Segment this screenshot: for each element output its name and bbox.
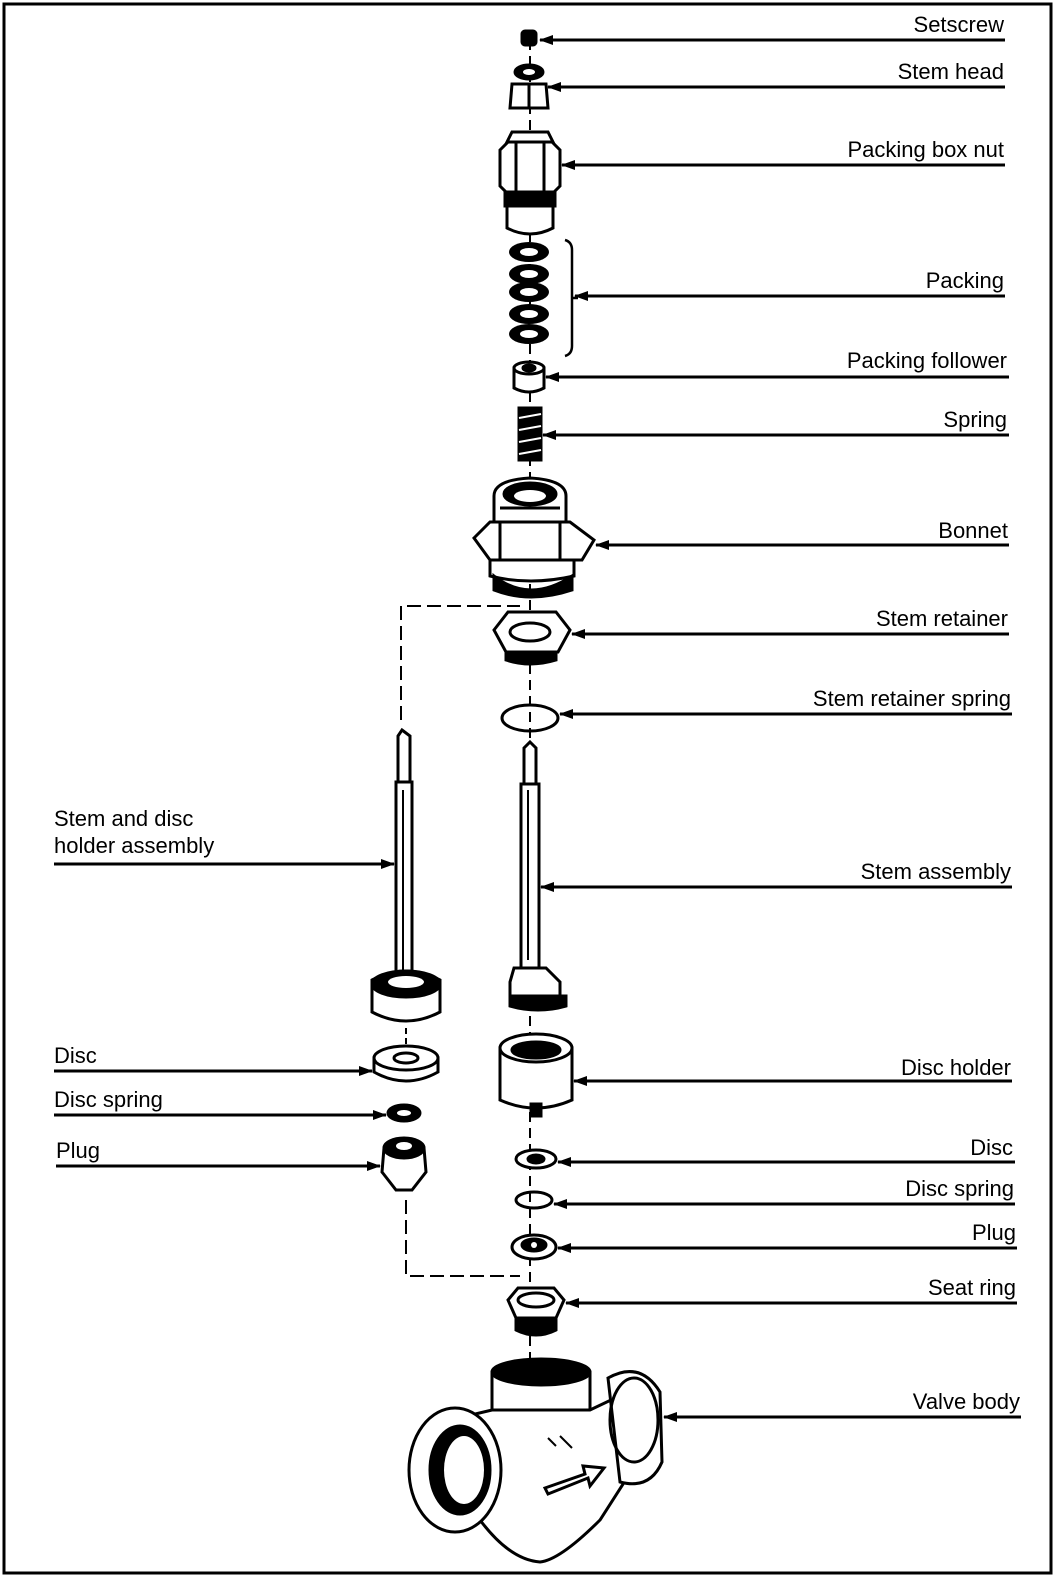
label-disc-holder: Disc holder: [901, 1055, 1011, 1080]
bonnet-part: [472, 476, 596, 599]
stem-retainer-spring-part: [500, 703, 560, 733]
label-disc-spring-left: Disc spring: [54, 1087, 163, 1112]
disc-holder-part: [498, 1032, 574, 1118]
label-stem-head: Stem head: [898, 59, 1004, 84]
label-seat-ring: Seat ring: [928, 1275, 1016, 1300]
label-disc-left: Disc: [54, 1043, 97, 1068]
plug-left-part: [380, 1136, 428, 1192]
label-packing-follower: Packing follower: [847, 348, 1007, 373]
packing-box-nut-part: [498, 130, 562, 236]
stem-retainer-part: [492, 610, 572, 666]
plug-right-part: [510, 1233, 558, 1261]
right-leader-lines: [539, 35, 1021, 1422]
right-labels: Setscrew Stem head Packing box nut Packi…: [813, 12, 1020, 1414]
left-stack-parts: [370, 605, 520, 1277]
label-spring: Spring: [943, 407, 1007, 432]
label-disc-right: Disc: [970, 1135, 1013, 1160]
label-plug-right: Plug: [972, 1220, 1016, 1245]
label-stem-disc-holder-line2: holder assembly: [54, 833, 214, 858]
seat-ring-part: [506, 1286, 566, 1337]
disc-left-part: [372, 1044, 440, 1083]
label-stem-assembly: Stem assembly: [861, 859, 1011, 884]
label-valve-body: Valve body: [913, 1389, 1020, 1414]
spring-part: [517, 406, 543, 462]
label-stem-disc-holder-line1: Stem and disc: [54, 806, 193, 831]
label-stem-retainer: Stem retainer: [876, 606, 1008, 631]
label-packing-box-nut: Packing box nut: [847, 137, 1004, 162]
packing-bracket: [564, 238, 574, 358]
stem-head-part: [508, 63, 550, 110]
disc-spring-left-part: [386, 1103, 422, 1123]
left-labels: Stem and disc holder assembly Disc Disc …: [54, 806, 214, 1163]
stem-disc-holder-assembly-part: [370, 727, 442, 1023]
packing-rings-part: [509, 242, 549, 344]
label-bonnet: Bonnet: [938, 518, 1008, 543]
packing-follower-part: [512, 360, 546, 394]
disc-right-part: [514, 1148, 558, 1170]
label-plug-left: Plug: [56, 1138, 100, 1163]
right-stack-parts: [407, 29, 664, 1564]
valve-body-part: [407, 1357, 664, 1564]
label-packing: Packing: [926, 268, 1004, 293]
setscrew-part: [520, 29, 538, 47]
label-disc-spring-right: Disc spring: [905, 1176, 1014, 1201]
disc-spring-right-part: [514, 1190, 554, 1210]
label-setscrew: Setscrew: [914, 12, 1005, 37]
label-stem-retainer-spring: Stem retainer spring: [813, 686, 1011, 711]
left-leader-lines: [54, 859, 395, 1171]
stem-assembly-part: [508, 739, 568, 1012]
